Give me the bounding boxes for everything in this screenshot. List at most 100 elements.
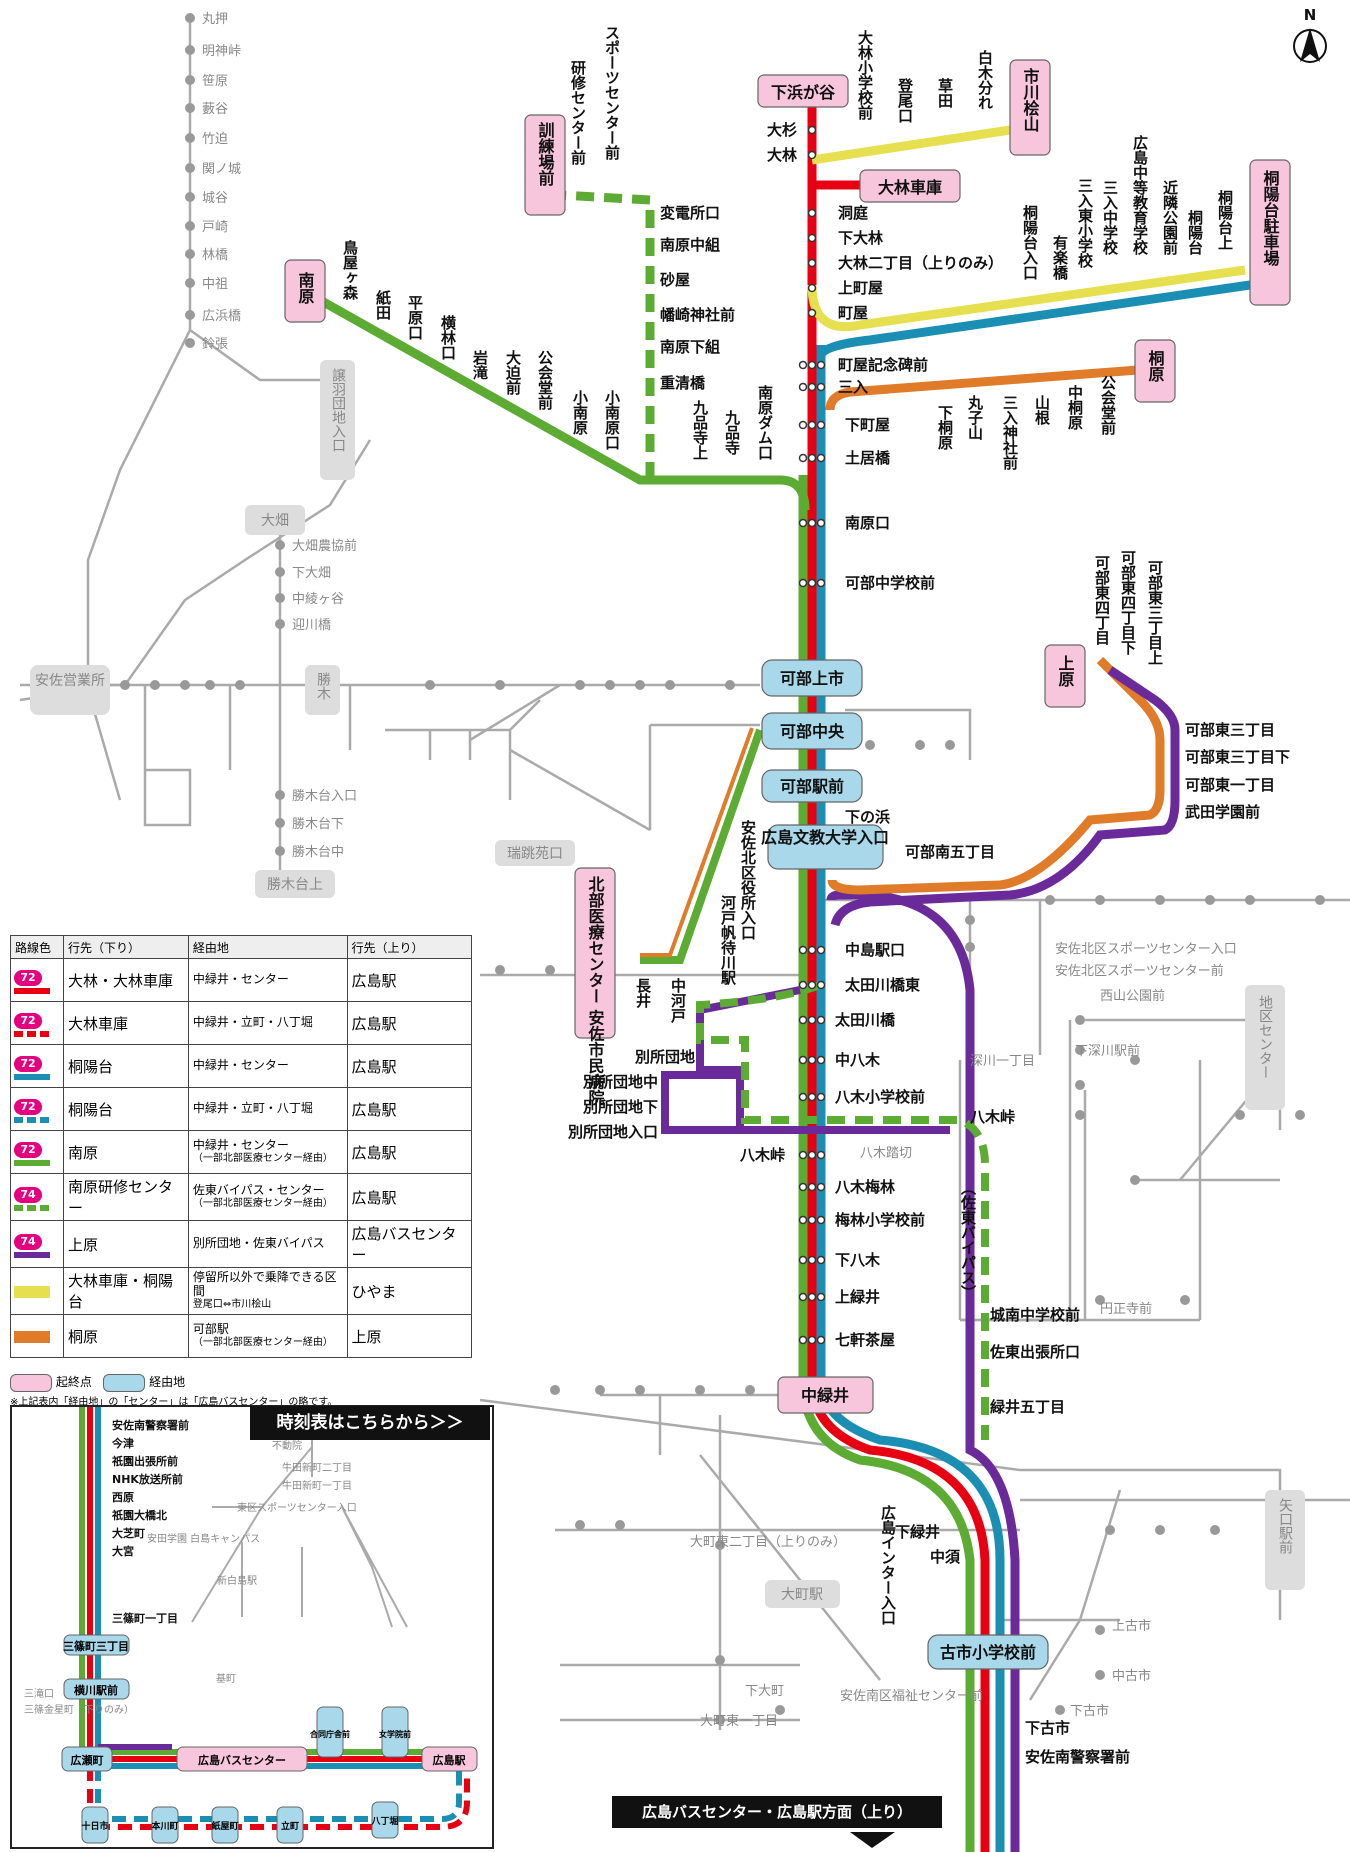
legend-up-destination: ひやま xyxy=(346,1267,473,1315)
svg-text:平原口: 平原口 xyxy=(406,295,424,340)
legend-up-destination: 広島駅 xyxy=(346,1044,473,1088)
legend-swatch: 72 xyxy=(10,1001,64,1045)
inset-hub: 広島駅 xyxy=(433,1753,466,1767)
svg-text:中綾ヶ谷: 中綾ヶ谷 xyxy=(292,591,344,607)
inset-stop: 西原 xyxy=(112,1491,134,1504)
inset-hub: 横川駅前 xyxy=(74,1683,118,1697)
svg-text:重清橋: 重清橋 xyxy=(660,374,706,392)
kunren-labels: スポーツセンター前 研修センター前 変電所口 南原中組 砂屋 幡崎神社前 南原下… xyxy=(569,25,735,392)
trunk-stop-marker xyxy=(807,150,817,160)
svg-text:下深川駅前: 下深川駅前 xyxy=(1075,1043,1140,1059)
inset-hub: 八丁堀 xyxy=(370,1815,398,1827)
trunk-stop-marker xyxy=(798,360,808,370)
inset-gray: 牛田新町一丁目 xyxy=(282,1479,352,1492)
trunk-stop-marker xyxy=(798,1335,808,1345)
via-swatch xyxy=(103,1373,146,1392)
terminus-obayashi: 大林車庫 xyxy=(878,178,942,197)
legend-destination: 南原研修センター xyxy=(63,1173,189,1221)
svg-text:七軒茶屋: 七軒茶屋 xyxy=(835,1331,895,1349)
svg-text:別所団地中: 別所団地中 xyxy=(582,1073,658,1091)
trunk-stop-marker xyxy=(816,1292,826,1302)
svg-text:幡崎神社前: 幡崎神社前 xyxy=(660,306,735,324)
svg-text:可部東三丁目下: 可部東三丁目下 xyxy=(1185,748,1290,766)
svg-text:太田川橋: 太田川橋 xyxy=(835,1011,896,1029)
route-number-badge: 74 xyxy=(14,1186,42,1203)
via-main: 中緑井・立町・八丁堀 xyxy=(192,1015,313,1030)
trunk-stop-marker xyxy=(807,1335,817,1345)
svg-text:南原口: 南原口 xyxy=(845,514,890,532)
hub-bunkyo: 広島文教大学入口 xyxy=(761,828,889,847)
route-color-bar xyxy=(14,1030,50,1037)
route-color-bar xyxy=(14,1116,50,1123)
svg-text:梅林小学校前: 梅林小学校前 xyxy=(835,1211,925,1229)
svg-text:スポーツセンター前: スポーツセンター前 xyxy=(603,25,621,161)
inset-map: 安佐南警察署前 今津 祇園出張所前 NHK放送所前 西原 祇園大橋北 大芝町 大… xyxy=(10,1405,494,1849)
svg-text:城南中学校前: 城南中学校前 xyxy=(990,1306,1080,1324)
hub-kabe-ekimae: 可部駅前 xyxy=(780,777,844,796)
uehara-orange xyxy=(827,656,1165,895)
legend-up-destination: 上原 xyxy=(346,1314,473,1358)
svg-text:上緑井: 上緑井 xyxy=(835,1288,880,1306)
legend-destination: 桐原 xyxy=(63,1314,189,1358)
inset-gray: 三滝口 xyxy=(24,1688,54,1700)
timetable-link[interactable]: 時刻表はこちらから＞＞ xyxy=(250,1406,490,1440)
via-legend-label: 経由地 xyxy=(149,1375,186,1389)
trunk-stop-marker xyxy=(798,578,808,588)
svg-text:林橋: 林橋 xyxy=(202,248,228,263)
svg-text:可部東四丁目: 可部東四丁目 xyxy=(1093,555,1111,646)
trunk-stop-marker xyxy=(798,382,808,392)
legend-via: 可部駅（一部北部医療センター経由） xyxy=(187,1314,348,1358)
trunk-stop-marker xyxy=(816,1335,826,1345)
svg-text:下古市: 下古市 xyxy=(1070,1703,1109,1719)
legend-swatch: 74 xyxy=(10,1220,64,1268)
terminus-hokubu: 北部医療センター 安佐市民病院 xyxy=(586,876,606,1107)
svg-text:別所団地入口: 別所団地入口 xyxy=(567,1123,658,1141)
svg-text:洞庭: 洞庭 xyxy=(838,204,869,222)
svg-text:登尾口: 登尾口 xyxy=(896,77,914,123)
legend-via: 停留所以外で乗降できる区間登尾口⇔市川桧山 xyxy=(187,1267,348,1315)
via-note: （一部北部医療センター経由） xyxy=(192,1337,333,1349)
svg-text:太田川橋東: 太田川橋東 xyxy=(845,976,920,994)
trunk-stop-marker xyxy=(807,1255,817,1265)
route-number-badge: 74 xyxy=(14,1233,42,1250)
legend-via: 中緑井・センター xyxy=(187,1044,348,1088)
svg-text:下古市: 下古市 xyxy=(1025,1719,1070,1737)
gray-place-boxes: 安佐営業所 大畑 勝木 勝木台上 譲羽団地入口 瑞跳苑口 大町駅 矢口駅前 地区… xyxy=(30,360,1305,1608)
svg-text:丸子山: 丸子山 xyxy=(966,394,984,441)
route-color-bar xyxy=(14,1204,50,1211)
trunk-stops xyxy=(798,125,826,1345)
svg-text:明神峠: 明神峠 xyxy=(202,44,241,59)
svg-text:下緑井: 下緑井 xyxy=(895,1523,940,1541)
gray-box-label: 地区センター xyxy=(1257,995,1273,1079)
inset-hub: 広瀬町 xyxy=(71,1753,104,1767)
legend-destination: 上原 xyxy=(63,1220,189,1268)
svg-text:紙田: 紙田 xyxy=(374,289,392,321)
svg-text:笹原: 笹原 xyxy=(202,73,228,89)
svg-text:丸押: 丸押 xyxy=(202,12,228,27)
svg-text:勝木台中: 勝木台中 xyxy=(292,845,344,860)
legend-destination: 大林・大林車庫 xyxy=(63,958,189,1002)
legend-header: 路線色 xyxy=(10,935,64,959)
via-note: （一部北部医療センター経由） xyxy=(192,1198,333,1210)
trunk-stop-marker xyxy=(816,1055,826,1065)
route-color-bar xyxy=(14,1159,50,1166)
legend-header: 行先（上り） xyxy=(346,935,473,959)
terminus-legend-label: 起終点 xyxy=(55,1375,92,1389)
svg-text:安佐南警察署前: 安佐南警察署前 xyxy=(1025,1748,1130,1766)
route-color-bar xyxy=(14,1331,50,1343)
background-roads xyxy=(19,15,1350,1730)
trunk-stop-marker xyxy=(807,208,817,218)
terminus-shimohamagatani: 下浜が谷 xyxy=(771,83,836,102)
gray-box-label: 瑞跳苑口 xyxy=(507,846,563,862)
legend-swatch: 72 xyxy=(10,1130,64,1174)
trunk-stop-marker xyxy=(807,360,817,370)
legend-destination: 桐陽台 xyxy=(63,1044,189,1088)
trunk-stop-marker xyxy=(807,420,817,430)
svg-text:広島中等教育学校: 広島中等教育学校 xyxy=(1131,134,1149,256)
